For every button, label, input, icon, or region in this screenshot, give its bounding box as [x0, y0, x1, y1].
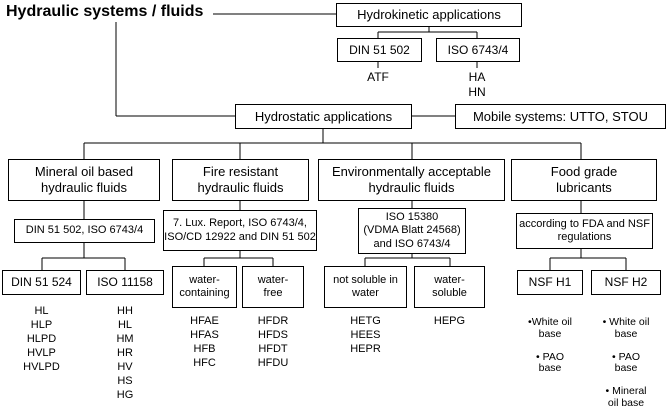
- sub-din-51524-box: DIN 51 524: [2, 270, 81, 295]
- hydrokinetic-applications-box: Hydrokinetic applications: [336, 3, 522, 27]
- sub-water-soluble-label: water- soluble: [432, 273, 467, 299]
- list-din-51524-items: HL HLP HLPD HVLP HVLPD: [23, 305, 60, 374]
- category-mineral-oil-box: Mineral oil based hydraulic fluids: [8, 159, 160, 201]
- list-water-soluble-items: HEPG: [433, 315, 466, 327]
- hydrostatic-applications-box: Hydrostatic applications: [235, 104, 412, 129]
- sub-not-soluble-label: not soluble in water: [333, 273, 398, 299]
- mobile-systems-box: Mobile systems: UTTO, STOU: [455, 104, 666, 129]
- category-fire-resistant-label: Fire resistant hydraulic fluids: [197, 164, 284, 195]
- hydrokinetic-applications-label: Hydrokinetic applications: [357, 7, 501, 23]
- diagram-title: Hydraulic systems / fluids: [6, 3, 204, 20]
- list-water-free-items: HFDR HFDS HFDT HFDU: [257, 315, 289, 370]
- list-not-soluble-items: HETG HEES HEPR: [350, 315, 381, 356]
- hydrostatic-applications-label: Hydrostatic applications: [254, 108, 393, 124]
- sub-iso-11158-label: ISO 11158: [97, 275, 153, 290]
- sub-nsf-h1-box: NSF H1: [517, 270, 583, 295]
- category-mineral-oil-label: Mineral oil based hydraulic fluids: [34, 164, 134, 195]
- standard-environmental-box: ISO 15380 (VDMA Blatt 24568) and ISO 674…: [358, 208, 466, 254]
- sub-nsf-h2-label: NSF H2: [604, 275, 648, 290]
- list-nsf-h2-items: • White oil base • PAO base • Mineral oi…: [602, 316, 650, 409]
- hydrokinetic-iso-fluids: HA HN: [468, 70, 486, 100]
- sub-water-soluble-box: water- soluble: [414, 266, 485, 308]
- standard-environmental-label: ISO 15380 (VDMA Blatt 24568) and ISO 674…: [363, 211, 461, 250]
- category-environmental-label: Environmentally acceptable hydraulic flu…: [332, 164, 491, 195]
- standard-mineral-oil-label: DIN 51 502, ISO 6743/4: [25, 224, 144, 237]
- hydrokinetic-standard-iso-box: ISO 6743/4: [436, 38, 520, 62]
- hydrokinetic-din-fluids: ATF: [367, 70, 389, 84]
- hydrokinetic-standard-iso-label: ISO 6743/4: [447, 42, 509, 57]
- category-fire-resistant-box: Fire resistant hydraulic fluids: [172, 159, 309, 201]
- standard-food-grade-box: according to FDA and NSF regulations: [516, 213, 653, 249]
- sub-not-soluble-box: not soluble in water: [324, 266, 407, 308]
- standard-mineral-oil-box: DIN 51 502, ISO 6743/4: [14, 219, 155, 243]
- mobile-systems-label: Mobile systems: UTTO, STOU: [472, 108, 649, 124]
- hydrokinetic-standard-din-label: DIN 51 502: [349, 42, 410, 57]
- list-iso-11158-items: HH HL HM HR HV HS HG: [116, 305, 134, 402]
- sub-water-free-label: water- free: [257, 273, 289, 299]
- category-food-grade-label: Food grade lubricants: [550, 164, 618, 195]
- standard-fire-resistant-label: 7. Lux. Report, ISO 6743/4, ISO/CD 12922…: [164, 217, 316, 243]
- category-environmental-box: Environmentally acceptable hydraulic flu…: [318, 159, 505, 201]
- sub-iso-11158-box: ISO 11158: [86, 270, 164, 295]
- sub-din-51524-label: DIN 51 524: [11, 275, 72, 290]
- standard-fire-resistant-box: 7. Lux. Report, ISO 6743/4, ISO/CD 12922…: [163, 210, 317, 251]
- sub-nsf-h1-label: NSF H1: [528, 275, 572, 290]
- sub-water-containing-box: water- containing: [172, 266, 237, 308]
- sub-water-containing-label: water- containing: [179, 273, 230, 299]
- hydrokinetic-standard-din-box: DIN 51 502: [337, 38, 422, 62]
- standard-food-grade-label: according to FDA and NSF regulations: [519, 217, 650, 243]
- category-food-grade-box: Food grade lubricants: [511, 159, 657, 201]
- list-nsf-h1-items: •White oil base • PAO base: [528, 316, 572, 375]
- sub-water-free-box: water- free: [242, 266, 304, 308]
- sub-nsf-h2-box: NSF H2: [591, 270, 661, 295]
- list-water-containing-items: HFAE HFAS HFB HFC: [190, 315, 219, 370]
